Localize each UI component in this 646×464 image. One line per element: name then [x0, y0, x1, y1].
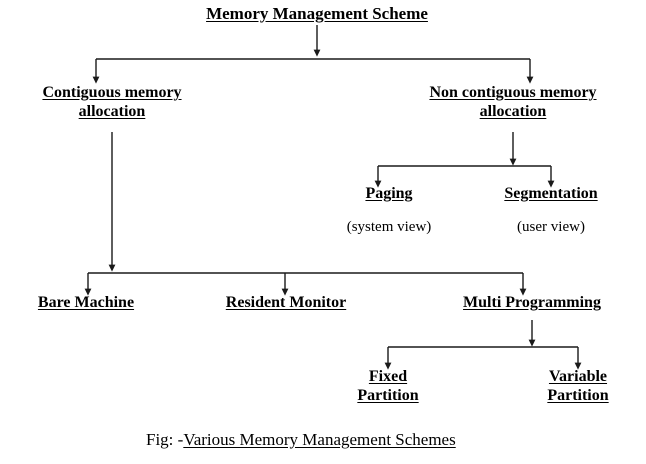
node-label: (user view): [517, 219, 585, 235]
node-variable-partition: Variable Partition: [518, 368, 638, 406]
node-multi-programming: Multi Programming: [440, 294, 624, 313]
node-label-line1: Variable: [548, 368, 608, 385]
node-bare-machine: Bare Machine: [20, 294, 152, 313]
node-label-line2: allocation: [78, 102, 146, 120]
node-label: Resident Monitor: [225, 294, 347, 311]
node-label-line1: Contiguous memory: [42, 84, 182, 101]
node-label: Multi Programming: [463, 294, 601, 311]
node-label: Paging: [365, 185, 413, 202]
node-paging: Paging: [329, 185, 449, 204]
caption-text: Various Memory Management Schemes: [183, 430, 456, 449]
node-paging-note: (system view): [324, 219, 454, 237]
node-memory-management-scheme: Memory Management Scheme: [175, 4, 459, 24]
node-label-line2: Partition: [547, 386, 609, 404]
node-label: Segmentation: [504, 185, 598, 202]
node-label-line2: Partition: [357, 386, 419, 404]
node-contiguous-memory-allocation: Contiguous memory allocation: [2, 84, 222, 122]
node-label-line1: Fixed: [368, 368, 408, 385]
figure-caption: Fig: -Various Memory Management Schemes: [146, 430, 456, 450]
node-label: Memory Management Scheme: [206, 4, 428, 23]
node-segmentation: Segmentation: [478, 185, 624, 204]
node-label: Bare Machine: [37, 294, 135, 311]
caption-prefix: Fig: -: [146, 430, 184, 449]
node-label-line1: Non contiguous memory: [429, 84, 597, 101]
node-label-line2: allocation: [479, 102, 547, 120]
node-segmentation-note: (user view): [491, 219, 611, 237]
node-non-contiguous-memory-allocation: Non contiguous memory allocation: [393, 84, 633, 122]
node-resident-monitor: Resident Monitor: [208, 294, 364, 313]
node-fixed-partition: Fixed Partition: [328, 368, 448, 406]
node-label: (system view): [346, 219, 432, 235]
